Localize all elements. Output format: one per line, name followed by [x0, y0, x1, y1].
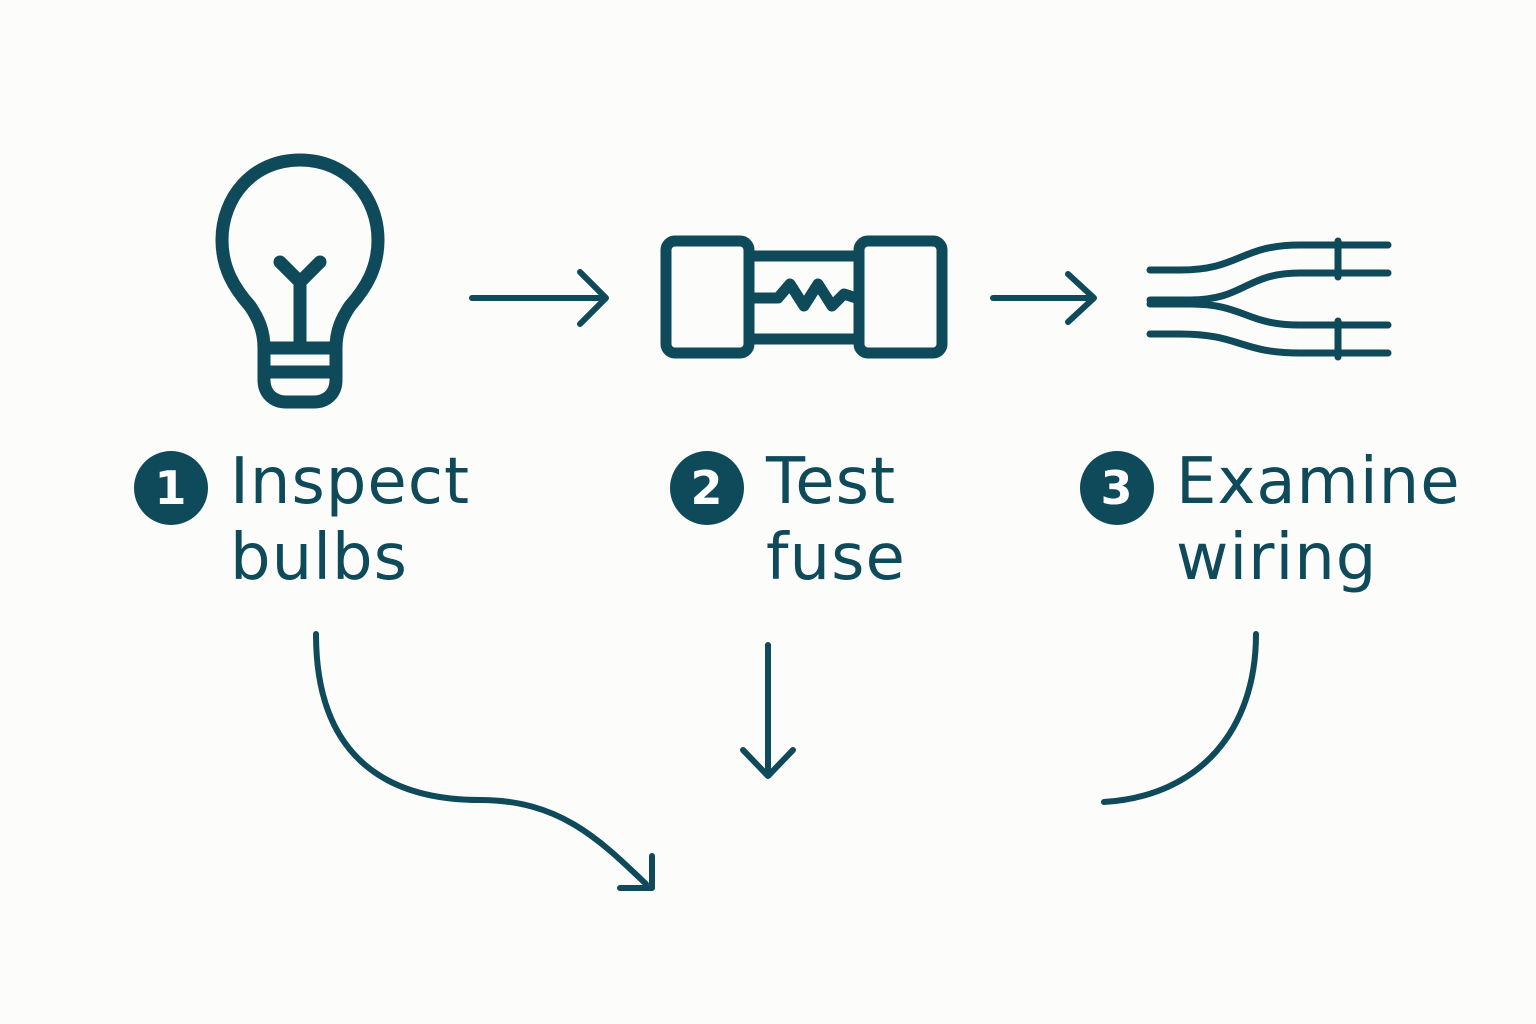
fuse-right-cap	[853, 235, 948, 359]
step-1-title-line2: bulbs	[230, 521, 408, 595]
step-3-number-badge: 3	[1080, 451, 1154, 525]
step-2-number-badge: 2	[670, 451, 744, 525]
curved-connector-icon	[1101, 631, 1259, 805]
step-1-text: Inspect bulbs	[230, 444, 470, 596]
step-2-title-line2: fuse	[766, 521, 906, 595]
fuse-element	[748, 278, 862, 312]
step-1-label: 1 Inspect bulbs	[134, 444, 470, 596]
step-3-title-line2: wiring	[1176, 521, 1378, 595]
step-1-title-line1: Inspect	[230, 445, 471, 519]
step-2-label: 2 Test fuse	[670, 444, 906, 596]
arrow-right-icon	[469, 269, 609, 327]
step-3-text: Examine wiring	[1176, 444, 1461, 596]
step-2-title-line1: Test	[766, 445, 897, 519]
step-1-number-badge: 1	[134, 451, 208, 525]
step-3-label: 3 Examine wiring	[1080, 444, 1461, 596]
arrow-down-icon	[740, 642, 796, 779]
bulb-base	[257, 341, 343, 409]
fuse-left-cap	[660, 235, 755, 359]
bulb-filament	[273, 255, 327, 352]
arrow-right-icon	[990, 271, 1097, 325]
curved-arrow-icon	[313, 631, 655, 891]
step-3-title-line1: Examine	[1176, 445, 1461, 519]
step-2-text: Test fuse	[766, 444, 906, 596]
wiring-icon	[1146, 237, 1392, 361]
fuse-icon	[660, 235, 948, 359]
light-bulb-icon	[215, 153, 385, 409]
